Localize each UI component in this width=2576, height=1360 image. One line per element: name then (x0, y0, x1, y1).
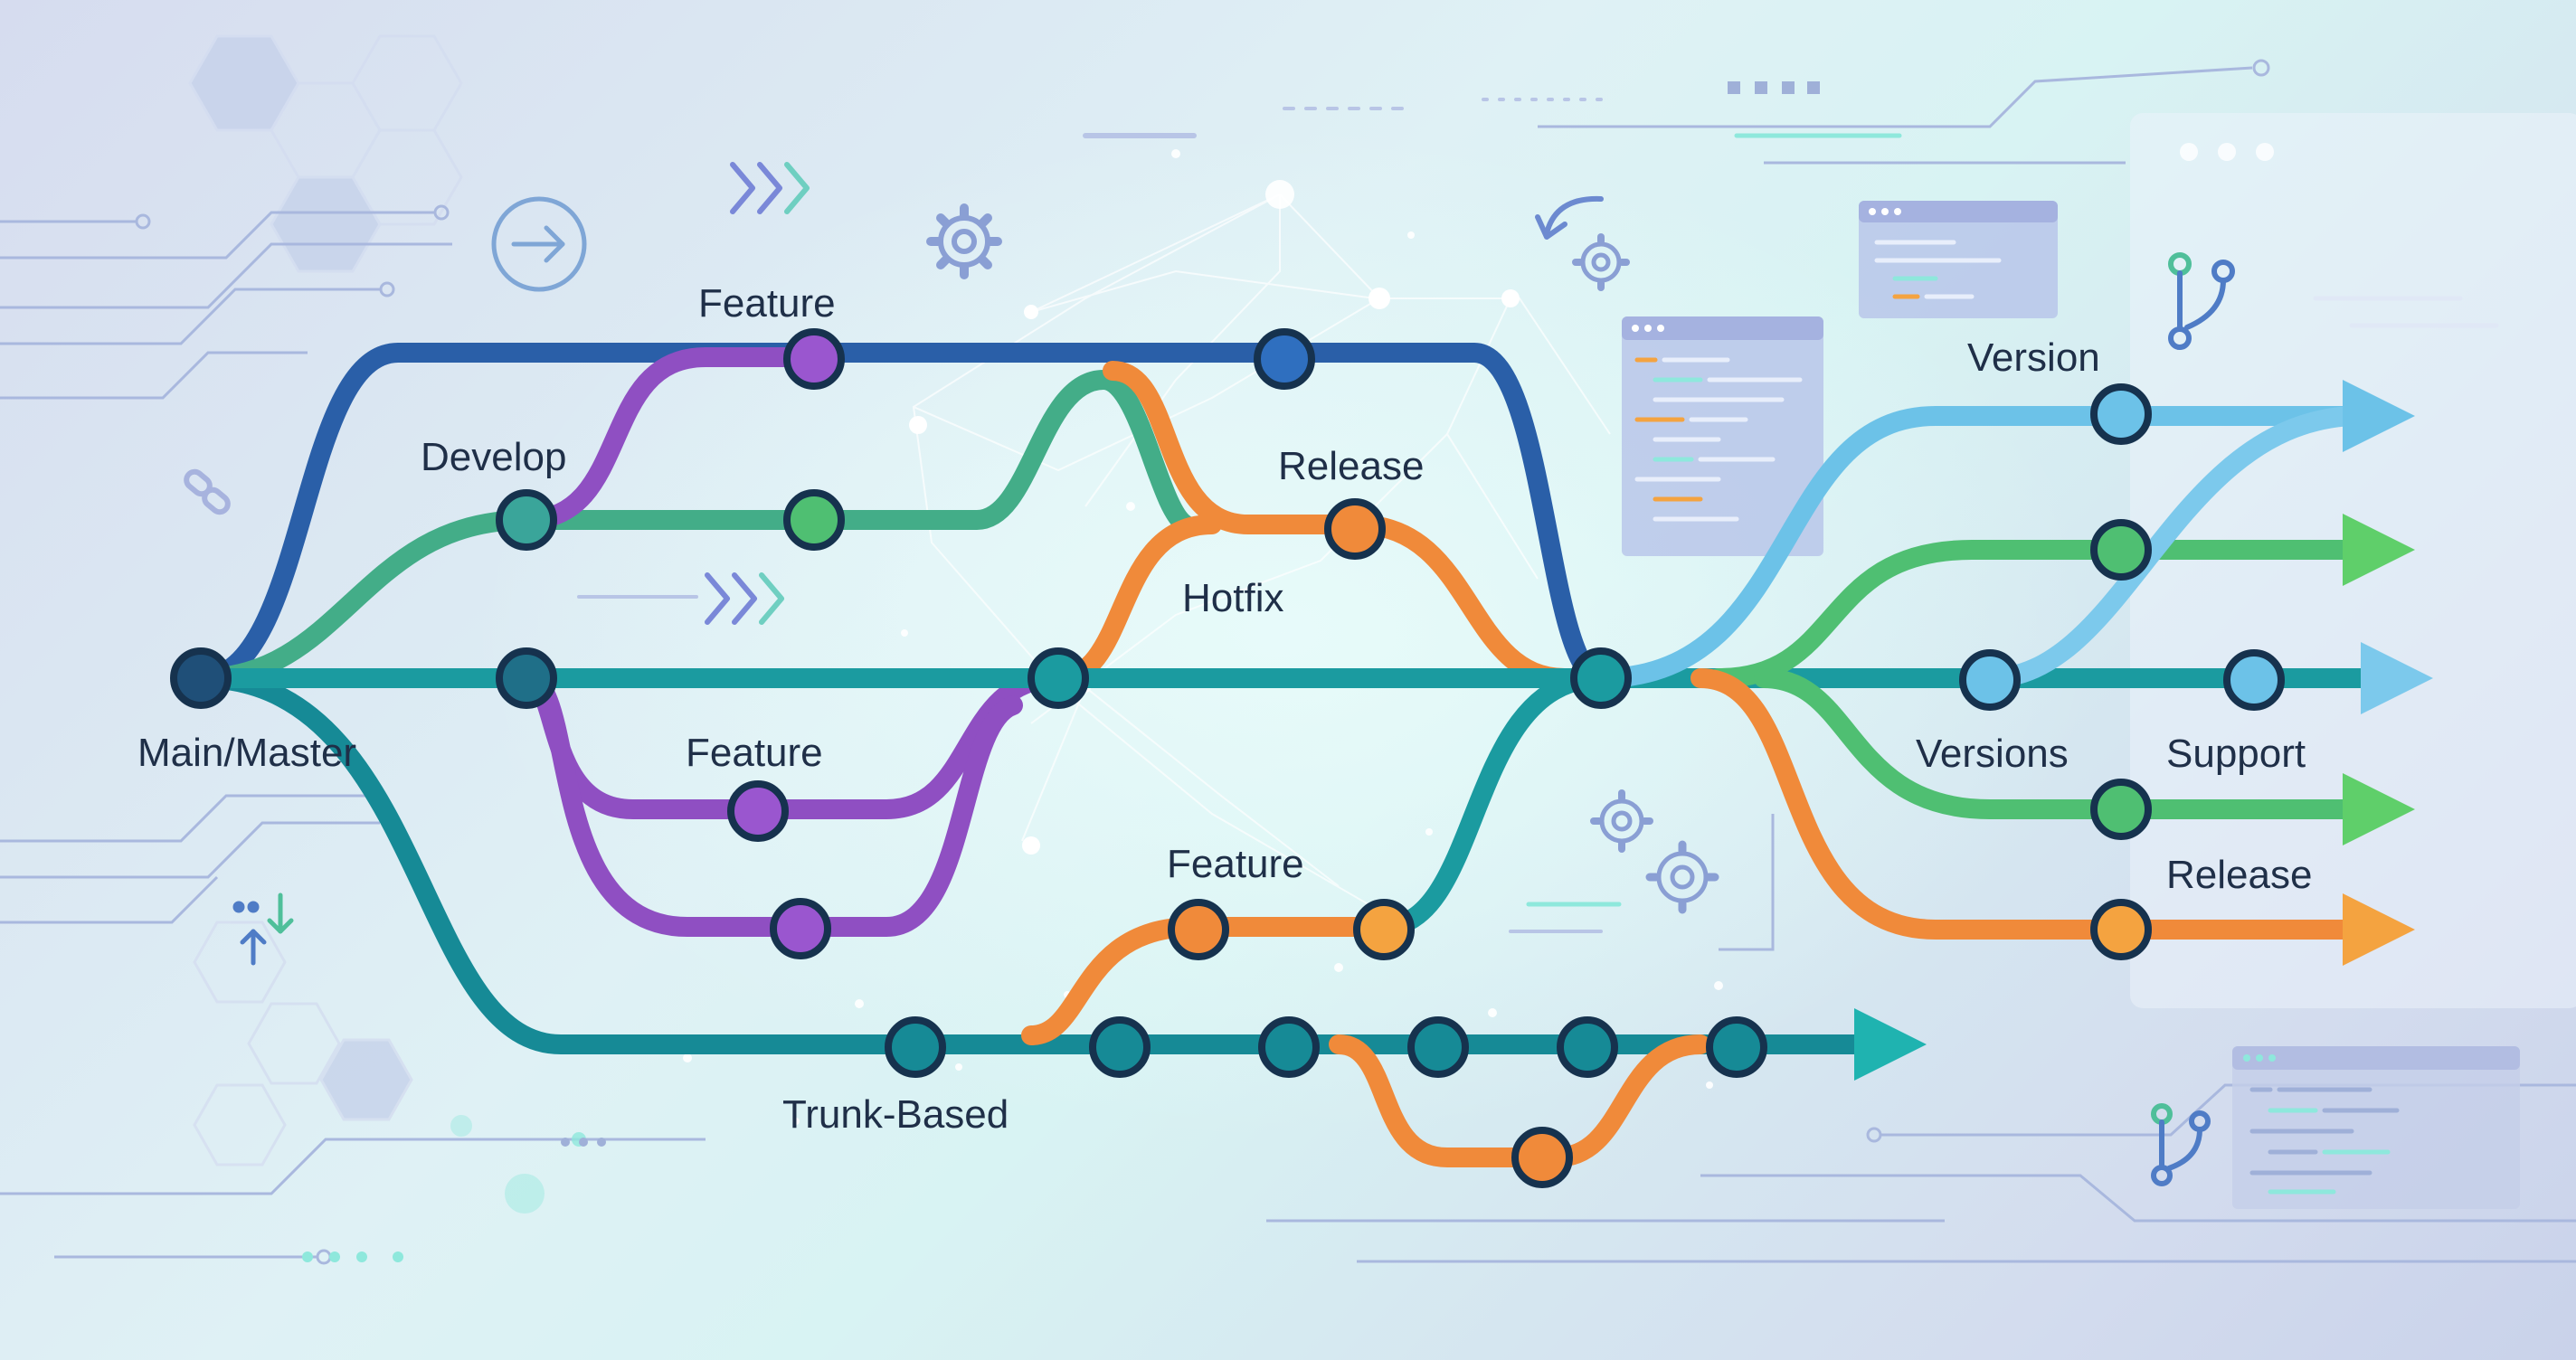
particles (683, 149, 1723, 1125)
trunk-arrowhead (1854, 1008, 1927, 1081)
gear-icon (1645, 840, 1719, 914)
version-node[interactable] (2090, 383, 2152, 445)
label-feature-mid: Feature (686, 731, 823, 775)
feature-node-top[interactable] (783, 328, 845, 390)
label-support: Support (2166, 732, 2306, 776)
green-node-low[interactable] (2090, 779, 2152, 840)
circuit-lines-left (0, 204, 706, 1265)
arrow-circle-icon (491, 196, 587, 292)
main-node-2[interactable] (1028, 647, 1089, 709)
release-arrowhead (2343, 893, 2415, 966)
trunk-branch-node[interactable] (1511, 1127, 1573, 1188)
release-right-node[interactable] (2090, 899, 2152, 960)
branch-icon (2168, 252, 2235, 350)
label-hotfix: Hotfix (1182, 576, 1283, 620)
feature-branch-line-top (516, 347, 824, 530)
feature-branch-line-low (516, 668, 1023, 937)
label-feature-low: Feature (1167, 842, 1304, 886)
code-window-icon (2232, 1046, 2520, 1209)
feature-node-low[interactable] (770, 898, 831, 959)
merge-node[interactable] (1570, 647, 1632, 709)
version-arrowhead (2343, 380, 2415, 452)
chevrons-icon (730, 162, 810, 214)
label-release-right: Release (2166, 853, 2312, 897)
feature-merge-node[interactable] (1353, 899, 1415, 960)
branch-icon (2151, 1103, 2211, 1186)
label-version: Version (1967, 335, 2100, 380)
versions-arrowhead (2343, 773, 2415, 845)
gear-icon (926, 203, 1002, 279)
trunk-node-5[interactable] (1557, 1016, 1618, 1078)
trunk-node-6[interactable] (1706, 1016, 1767, 1078)
release-node[interactable] (1324, 498, 1386, 560)
develop-node[interactable] (496, 489, 557, 551)
main-node[interactable] (496, 647, 557, 709)
undo-arrow-icon (1535, 195, 1604, 240)
dot-rows (302, 81, 1820, 1262)
trunk-node-1[interactable] (885, 1016, 946, 1078)
label-trunk-based: Trunk-Based (782, 1092, 1009, 1137)
glow-dots (450, 1115, 586, 1214)
version-branch-line (1591, 406, 2362, 688)
develop-node-2[interactable] (783, 489, 845, 551)
feature-node-mid[interactable] (727, 780, 789, 842)
main-start-node[interactable] (170, 647, 232, 709)
background-glow (470, 127, 2098, 1139)
label-release-top: Release (1278, 444, 1424, 488)
code-window-icon (1622, 316, 1823, 556)
feature-branch-line-orange (1021, 917, 1394, 1045)
label-develop: Develop (421, 435, 566, 479)
trunk-based-line (191, 668, 1873, 1054)
green-node-top[interactable] (2090, 519, 2152, 581)
network-web (912, 194, 1611, 914)
support-node[interactable] (2223, 649, 2285, 711)
label-feature-top: Feature (698, 281, 836, 326)
code-window-icon (1859, 201, 2058, 318)
feature-to-master-line (1374, 668, 1611, 937)
hexagon-pattern (188, 34, 463, 1166)
release-right-branch-line (1690, 668, 2362, 940)
arrowheads (1854, 380, 2433, 1081)
master-branch-line (191, 343, 1611, 688)
trunk-node-2[interactable] (1089, 1016, 1151, 1078)
support-cross-line (1980, 406, 2362, 688)
sort-arrows-icon (232, 892, 294, 966)
develop-branch-line (191, 369, 1195, 688)
chevrons-icon (705, 572, 784, 625)
label-versions: Versions (1916, 732, 2069, 776)
gear-icon (1572, 233, 1630, 291)
versions-node[interactable] (1959, 649, 2021, 711)
feature-orange-node[interactable] (1168, 899, 1229, 960)
trunk-node-3[interactable] (1258, 1016, 1320, 1078)
label-main-master: Main/Master (137, 731, 356, 775)
versions-branch-line (1754, 668, 2362, 819)
master-node[interactable] (1254, 328, 1315, 390)
link-icon (184, 468, 231, 515)
green-arrowhead (2343, 514, 2415, 586)
gear-icon (1590, 789, 1653, 853)
network-nodes (909, 180, 1520, 855)
trunk-node-4[interactable] (1407, 1016, 1469, 1078)
main-arrowhead (2361, 642, 2433, 714)
